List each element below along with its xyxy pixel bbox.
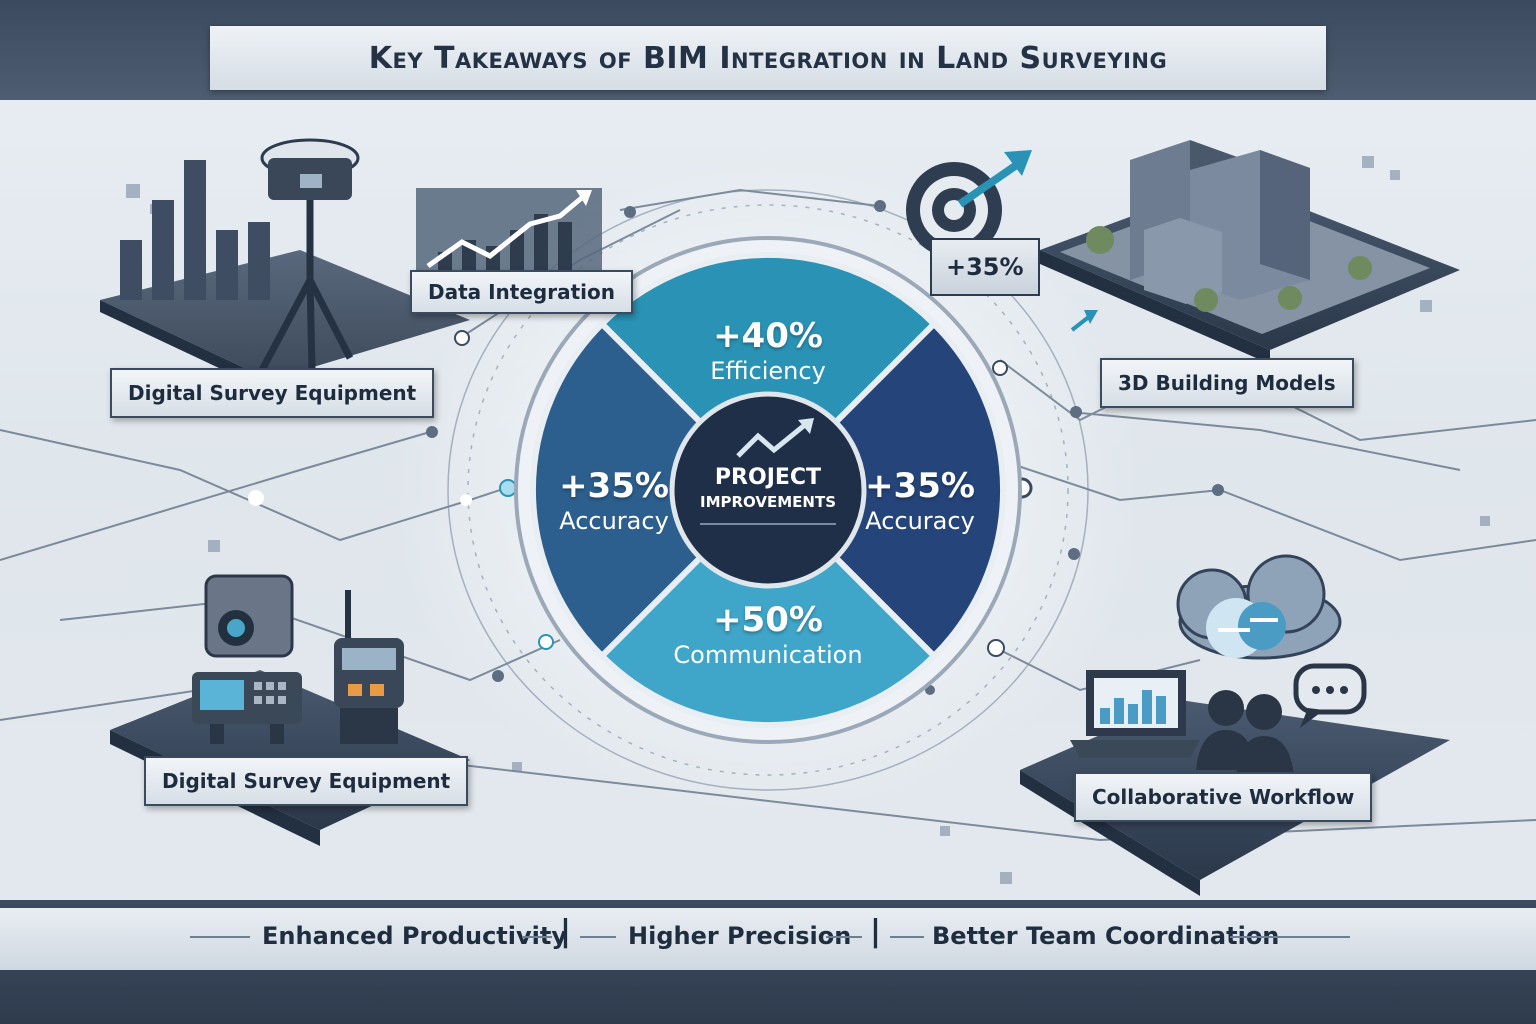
stat-accuracy-right: +35% Accuracy bbox=[850, 466, 990, 536]
footer-item-productivity: Enhanced Productivity bbox=[262, 922, 567, 950]
target-icon bbox=[906, 150, 1032, 258]
center-title-line2: IMPROVEMENTS bbox=[699, 493, 837, 511]
stat-label: Accuracy bbox=[865, 507, 975, 535]
page-title: Key Takeaways of BIM Integration in Land… bbox=[368, 40, 1168, 76]
footer-dash bbox=[580, 936, 616, 938]
stat-value: +35% bbox=[865, 466, 975, 506]
bottom-right-scene bbox=[1020, 554, 1450, 896]
badge-plus-35: +35% bbox=[930, 238, 1040, 296]
top-right-scene bbox=[906, 140, 1460, 364]
stat-value: +40% bbox=[713, 316, 823, 356]
stat-value: +35% bbox=[559, 466, 669, 506]
footer-item-coordination: Better Team Coordination bbox=[932, 922, 1280, 950]
footer-separator: | bbox=[560, 914, 571, 949]
footer-band bbox=[0, 908, 1536, 970]
total-station-icon bbox=[192, 574, 302, 744]
stat-value: +50% bbox=[713, 600, 823, 640]
center-title-line1: PROJECT bbox=[714, 465, 822, 490]
callout-digital-survey-equipment-bottom: Digital Survey Equipment bbox=[144, 756, 469, 806]
gps-receiver-icon bbox=[260, 138, 360, 200]
segment-communication bbox=[597, 485, 939, 728]
callout-3d-building-models: 3D Building Models bbox=[1100, 358, 1354, 408]
footer-dash bbox=[890, 936, 924, 938]
building-icon bbox=[1130, 140, 1310, 304]
callout-collaborative-workflow: Collaborative Workflow bbox=[1074, 772, 1373, 822]
stat-efficiency: +40% Efficiency bbox=[648, 316, 888, 386]
footer-dash bbox=[826, 936, 862, 938]
top-left-scene bbox=[100, 138, 470, 392]
stat-label: Efficiency bbox=[710, 357, 826, 385]
footer-dash bbox=[522, 936, 552, 938]
people-icon bbox=[1196, 690, 1294, 776]
center-title: PROJECT IMPROVEMENTS bbox=[676, 464, 860, 512]
trend-arrow-icon bbox=[426, 194, 586, 269]
data-integration-chart bbox=[416, 188, 602, 284]
segment-efficiency bbox=[597, 252, 939, 495]
footer-separator: | bbox=[870, 914, 881, 949]
footer-dash bbox=[190, 936, 250, 938]
segment-accuracy-left bbox=[530, 319, 773, 661]
improvement-wheel bbox=[514, 236, 1022, 744]
laptop-icon bbox=[1070, 670, 1200, 758]
title-banner: Key Takeaways of BIM Integration in Land… bbox=[210, 26, 1326, 90]
trend-arrow-icon bbox=[736, 422, 808, 458]
cloud-sync-icon bbox=[1176, 554, 1342, 660]
callout-digital-survey-equipment-top: Digital Survey Equipment bbox=[110, 368, 435, 418]
stat-label: Communication bbox=[673, 641, 863, 669]
stat-communication: +50% Communication bbox=[628, 600, 908, 670]
footer-item-precision: Higher Precision bbox=[628, 922, 852, 950]
orbit-rings bbox=[447, 189, 1089, 791]
footer-dash bbox=[1230, 936, 1350, 938]
chat-bubble-icon bbox=[1293, 663, 1367, 728]
radio-icon bbox=[334, 590, 404, 744]
stat-accuracy-left: +35% Accuracy bbox=[544, 466, 684, 536]
segment-accuracy-right bbox=[763, 319, 1006, 661]
callout-data-integration: Data Integration bbox=[410, 270, 633, 314]
tripod-icon bbox=[258, 200, 354, 372]
bar-chart-icon bbox=[120, 160, 270, 300]
stat-label: Accuracy bbox=[559, 507, 669, 535]
